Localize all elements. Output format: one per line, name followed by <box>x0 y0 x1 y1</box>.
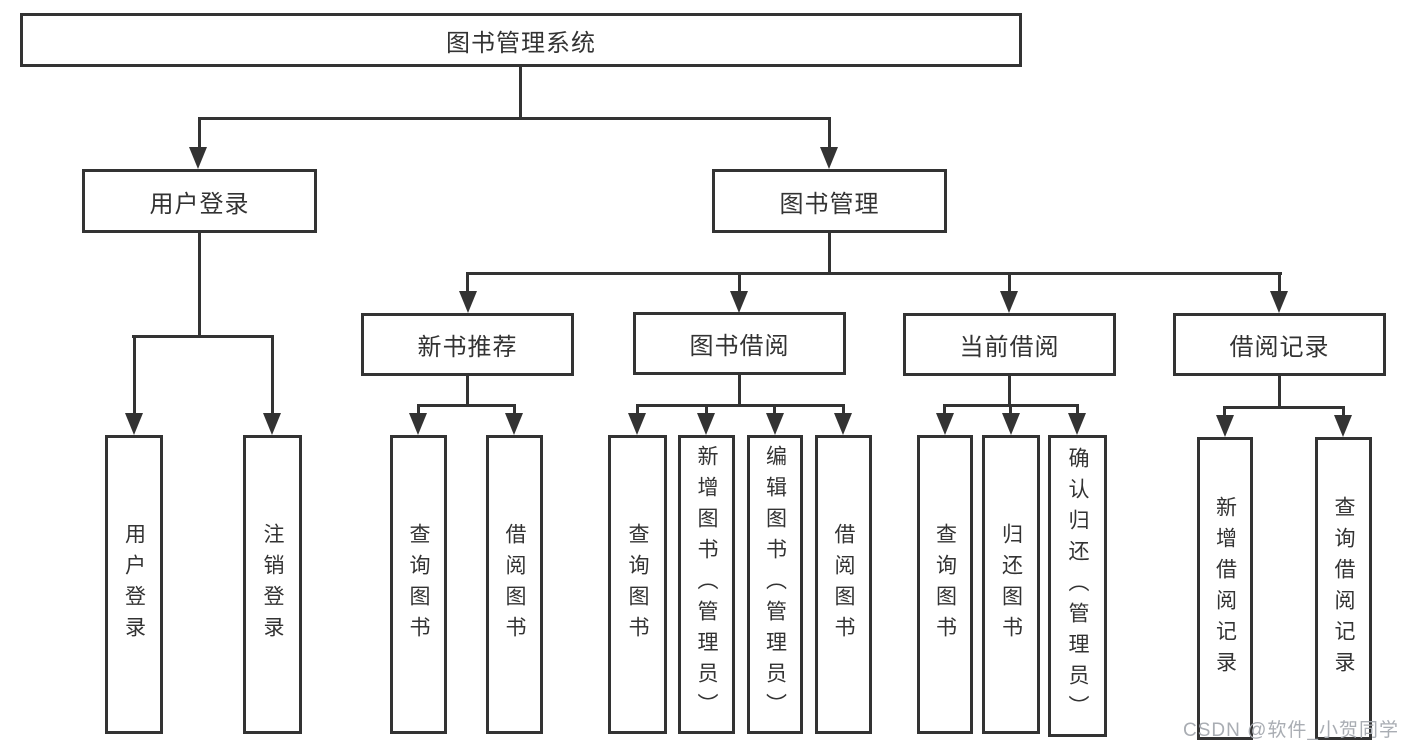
connector-line <box>198 117 831 120</box>
node-label: 编辑图书（管理员） <box>763 445 787 724</box>
arrowhead-down-icon <box>697 413 715 435</box>
node-label: 当前借阅 <box>959 334 1060 361</box>
arrowhead-down-icon <box>409 413 427 435</box>
connector-line <box>1278 376 1281 408</box>
connector-line <box>271 335 274 415</box>
node-book-borrow: 图书借阅 <box>633 312 846 375</box>
connector-line <box>842 404 845 416</box>
node-label: 图书管理 <box>779 190 880 218</box>
node-borrow-records: 借阅记录 <box>1173 313 1386 376</box>
leaf-query-books-borrow: 查询图书 <box>608 435 667 734</box>
leaf-confirm-return-admin: 确认归还（管理员） <box>1048 435 1107 737</box>
leaf-edit-book-admin: 编辑图书（管理员） <box>747 435 803 734</box>
leaf-query-books-recommend: 查询图书 <box>390 435 447 734</box>
connector-line <box>828 117 831 150</box>
node-label: 用户登录 <box>122 522 146 647</box>
node-label: 查询借阅记录 <box>1332 495 1355 682</box>
arrowhead-down-icon <box>1216 415 1234 437</box>
leaf-borrow-books-recommend: 借阅图书 <box>486 435 543 734</box>
connector-line <box>1076 404 1079 416</box>
leaf-logout: 注销登录 <box>243 435 302 734</box>
connector-line <box>513 404 516 416</box>
connector-line <box>466 272 469 294</box>
connector-line <box>1342 406 1345 418</box>
node-current-borrow: 当前借阅 <box>903 313 1116 376</box>
node-label: 图书管理系统 <box>446 29 596 57</box>
arrowhead-down-icon <box>459 291 477 313</box>
arrowhead-down-icon <box>189 147 207 169</box>
connector-line <box>828 233 831 274</box>
leaf-user-login: 用户登录 <box>105 435 163 734</box>
connector-line <box>198 117 201 150</box>
connector-line <box>466 376 469 407</box>
node-label: 借阅图书 <box>503 522 526 647</box>
node-root-system: 图书管理系统 <box>20 13 1022 67</box>
connector-line <box>636 404 845 407</box>
arrowhead-down-icon <box>1068 413 1086 435</box>
arrowhead-down-icon <box>125 413 143 435</box>
connector-line <box>198 233 201 337</box>
connector-line <box>1009 404 1012 416</box>
node-book-management: 图书管理 <box>712 169 947 233</box>
arrowhead-down-icon <box>1334 415 1352 437</box>
arrowhead-down-icon <box>1270 291 1288 313</box>
node-label: 用户登录 <box>149 190 250 218</box>
connector-line <box>132 335 274 338</box>
node-label: 借阅图书 <box>832 522 855 647</box>
leaf-query-borrow-record: 查询借阅记录 <box>1315 437 1372 740</box>
node-user-login: 用户登录 <box>82 169 317 233</box>
csdn-watermark: CSDN @软件_小贺同学 <box>1183 720 1399 741</box>
connector-line <box>1008 376 1011 407</box>
connector-line <box>417 404 516 407</box>
arrowhead-down-icon <box>1000 291 1018 313</box>
node-label: 查询图书 <box>626 522 649 647</box>
connector-line <box>417 404 420 416</box>
node-label: 新书推荐 <box>417 334 518 361</box>
leaf-return-book: 归还图书 <box>982 435 1040 734</box>
arrowhead-down-icon <box>834 413 852 435</box>
arrowhead-down-icon <box>766 413 784 435</box>
node-label: 查询图书 <box>933 522 957 647</box>
node-new-book-recommend: 新书推荐 <box>361 313 574 376</box>
node-label: 新增借阅记录 <box>1213 495 1237 682</box>
connector-line <box>1223 406 1345 409</box>
arrowhead-down-icon <box>820 147 838 169</box>
connector-line <box>943 404 946 416</box>
connector-line <box>738 375 741 407</box>
node-label: 查询图书 <box>407 522 430 647</box>
leaf-borrow-books: 借阅图书 <box>815 435 872 734</box>
arrowhead-down-icon <box>1002 413 1020 435</box>
arrowhead-down-icon <box>936 413 954 435</box>
connector-line <box>1008 272 1011 294</box>
arrowhead-down-icon <box>730 291 748 313</box>
connector-line <box>1278 272 1281 294</box>
arrowhead-down-icon <box>263 413 281 435</box>
leaf-query-books-current: 查询图书 <box>917 435 973 734</box>
node-label: 注销登录 <box>261 522 284 647</box>
node-label: 确认归还（管理员） <box>1066 446 1089 726</box>
connector-line <box>738 272 741 294</box>
arrowhead-down-icon <box>628 413 646 435</box>
node-label: 归还图书 <box>999 522 1023 647</box>
connector-line <box>133 335 136 415</box>
leaf-add-borrow-record: 新增借阅记录 <box>1197 437 1253 740</box>
arrowhead-down-icon <box>505 413 523 435</box>
connector-line <box>773 404 776 416</box>
leaf-add-book-admin: 新增图书（管理员） <box>678 435 735 734</box>
node-label: 新增图书（管理员） <box>695 445 718 724</box>
connector-line <box>705 404 708 416</box>
node-label: 借阅记录 <box>1229 334 1330 361</box>
node-label: 图书借阅 <box>689 333 790 360</box>
connector-line <box>519 67 522 119</box>
connector-line <box>467 272 1282 275</box>
connector-line <box>1223 406 1226 418</box>
connector-line <box>636 404 639 416</box>
